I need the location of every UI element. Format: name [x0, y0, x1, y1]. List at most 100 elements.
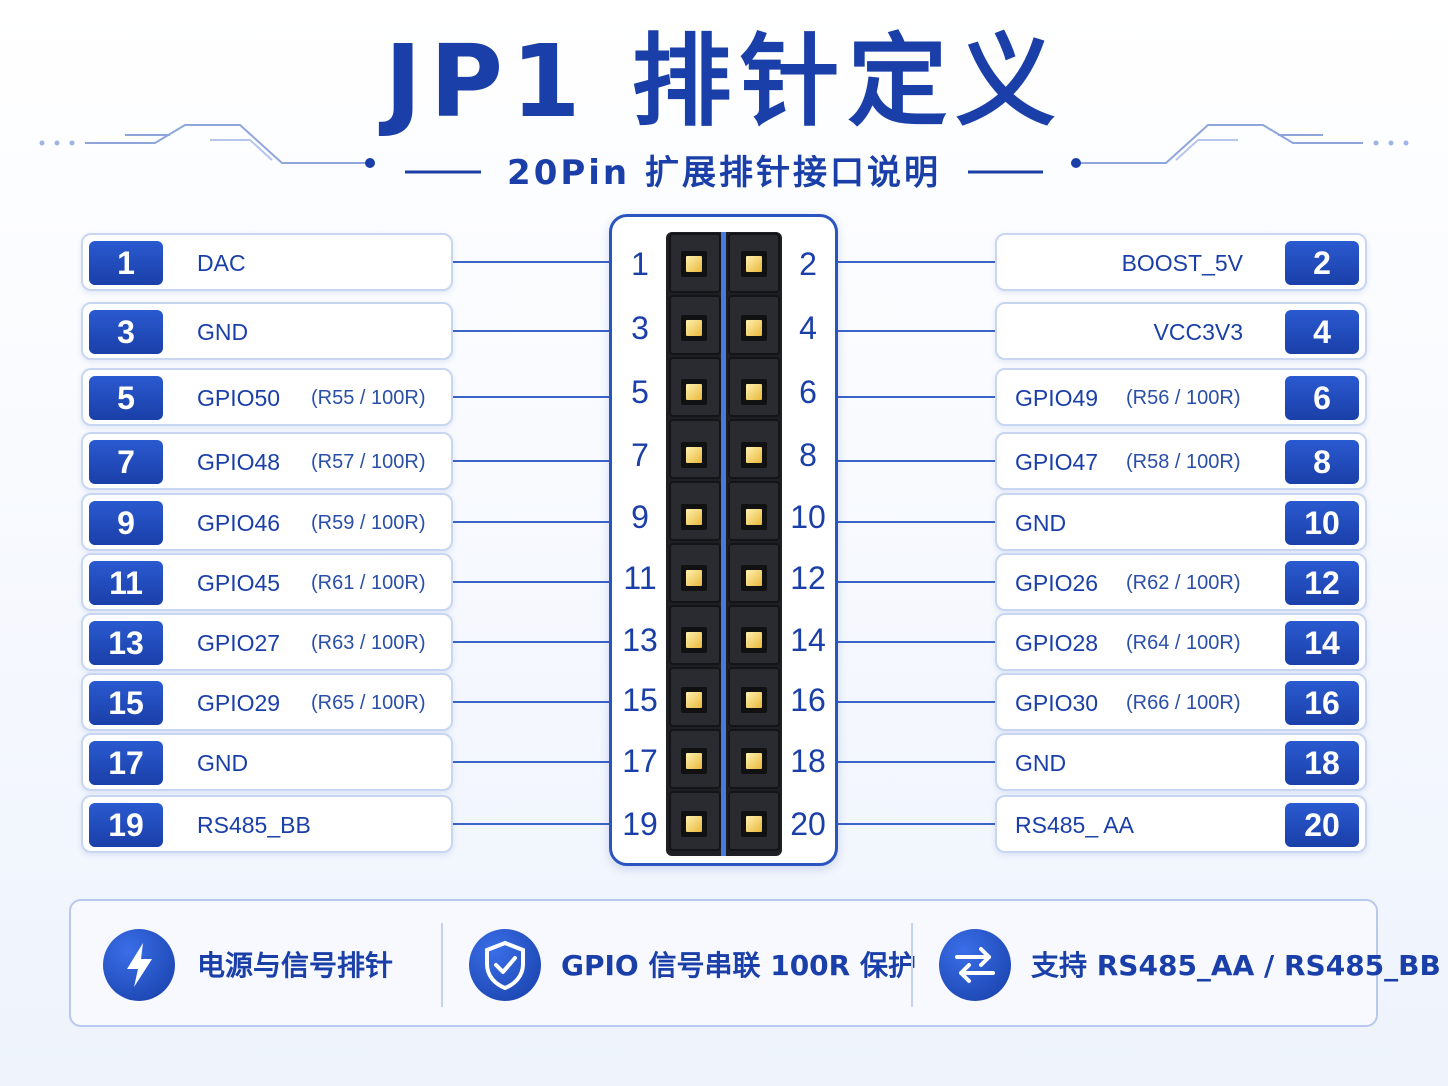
pin-resistor-note: (R63 / 100R): [311, 632, 426, 654]
pin-row-9: 9 GPIO46 (R59 / 100R): [81, 493, 453, 551]
pin-signal-name: GND: [1015, 510, 1067, 536]
pin-header-divider: [721, 232, 726, 856]
pin-number-badge: 1: [89, 241, 163, 285]
pin-signal-name: GPIO27: [197, 630, 281, 656]
gold-pin-pad: [681, 442, 707, 468]
header-pin-number-right: 16: [790, 682, 826, 718]
pin-signal-name: GPIO46: [197, 510, 281, 536]
gold-pin-pad: [681, 811, 707, 837]
pin-number-badge: 13: [89, 621, 163, 665]
pin-number-badge: 18: [1285, 741, 1359, 785]
pin-row-18: 18 GND: [995, 733, 1367, 791]
pin-row-3: 3 GND: [81, 302, 453, 360]
pin-resistor-note: (R64 / 100R): [1126, 632, 1241, 654]
feature-separator: [441, 923, 443, 1007]
pin-row-11: 11 GPIO45 (R61 / 100R): [81, 553, 453, 611]
gold-pin-pad: [681, 251, 707, 277]
pin-resistor-note: (R56 / 100R): [1126, 387, 1241, 409]
gold-pin-pad: [681, 565, 707, 591]
header-pin-number-right: 12: [790, 560, 826, 596]
pin-number-badge: 16: [1285, 681, 1359, 725]
pin-signal-name: GPIO28: [1015, 630, 1099, 656]
pin-number-badge: 3: [89, 310, 163, 354]
pin-signal-name: GND: [197, 319, 249, 345]
pin-number-badge: 4: [1285, 310, 1359, 354]
pin-signal-name: GPIO47: [1015, 449, 1099, 475]
pin-signal-name: RS485_BB: [197, 812, 311, 838]
header-pin-number-left: 17: [622, 743, 658, 779]
shield-check-icon: [469, 929, 541, 1001]
feature-rs485-label: 支持 RS485_AA / RS485_BB: [1031, 949, 1441, 982]
pin-row-12: 12 GPIO26 (R62 / 100R): [995, 553, 1367, 611]
pin-row-1: 1 DAC: [81, 233, 453, 291]
pin-row-19: 19 RS485_BB: [81, 795, 453, 853]
pin-number-badge: 19: [89, 803, 163, 847]
pin-number-badge: 2: [1285, 241, 1359, 285]
gold-pin-pad: [741, 565, 767, 591]
pin-signal-name: GND: [1015, 750, 1067, 776]
header-pin-cell: [669, 233, 721, 293]
pin-signal-name: GPIO26: [1015, 570, 1099, 596]
pin-number-badge: 17: [89, 741, 163, 785]
header-pin-number-right: 14: [790, 622, 826, 658]
pin-number-badge: 20: [1285, 803, 1359, 847]
pin-signal-name: DAC: [197, 250, 246, 276]
header-pin-cell: [728, 667, 780, 727]
header-pin-cell: [728, 605, 780, 665]
gold-pin-pad: [741, 379, 767, 405]
pin-number-badge: 7: [89, 440, 163, 484]
gold-pin-pad: [741, 687, 767, 713]
pin-number-badge: 14: [1285, 621, 1359, 665]
pin-number-badge: 9: [89, 501, 163, 545]
header-pin-number-right: 18: [790, 743, 826, 779]
header-pin-number-right: 2: [799, 246, 817, 282]
header-pin-number-left: 13: [622, 622, 658, 658]
pin-signal-name: GPIO30: [1015, 690, 1099, 716]
header-pin-number-right: 4: [799, 310, 817, 346]
feature-bar: 电源与信号排针 GPIO 信号串联 100R 保护 支持 RS485_AA / …: [69, 899, 1441, 1029]
gold-pin-pad: [681, 687, 707, 713]
header-pin-number-left: 5: [631, 374, 649, 410]
pin-number-badge: 15: [89, 681, 163, 725]
pin-number-badge: 11: [89, 561, 163, 605]
pin-signal-name: GPIO45: [197, 570, 281, 596]
pin-signal-name: RS485_ AA: [1015, 812, 1134, 838]
pin-row-2: 2 BOOST_5V: [995, 233, 1367, 291]
pin-resistor-note: (R66 / 100R): [1126, 692, 1241, 714]
header-pin-number-left: 3: [631, 310, 649, 346]
pin-resistor-note: (R59 / 100R): [311, 512, 426, 534]
gold-pin-pad: [741, 442, 767, 468]
pin-number-badge: 12: [1285, 561, 1359, 605]
pin-row-4: 4 VCC3V3: [995, 302, 1367, 360]
header-pin-number-left: 15: [622, 682, 658, 718]
feature-power: 电源与信号排针: [101, 901, 451, 1029]
header-pin-number-left: 9: [631, 499, 649, 535]
pin-resistor-note: (R58 / 100R): [1126, 451, 1241, 473]
pin-signal-name: BOOST_5V: [1121, 250, 1243, 276]
pin-resistor-note: (R62 / 100R): [1126, 572, 1241, 594]
gold-pin-pad: [681, 504, 707, 530]
gold-pin-pad: [681, 627, 707, 653]
pin-number-badge: 10: [1285, 501, 1359, 545]
gold-pin-pad: [741, 504, 767, 530]
pin-signal-name: VCC3V3: [1153, 319, 1243, 345]
pin-signal-name: GPIO50: [197, 385, 281, 411]
pin-resistor-note: (R55 / 100R): [311, 387, 426, 409]
page-subtitle: 20Pin 扩展排针接口说明: [507, 153, 941, 193]
gold-pin-pad: [741, 315, 767, 341]
feature-rs485: 支持 RS485_AA / RS485_BB: [939, 901, 1441, 1029]
gold-pin-pad: [741, 251, 767, 277]
header-pin-number-left: 11: [623, 560, 657, 596]
gold-pin-pad: [741, 811, 767, 837]
pin-resistor-note: (R57 / 100R): [311, 451, 426, 473]
pin-resistor-note: (R65 / 100R): [311, 692, 426, 714]
header-pin-number-right: 6: [799, 374, 817, 410]
header-pin-number-right: 8: [799, 437, 817, 473]
pin-resistor-note: (R61 / 100R): [311, 572, 426, 594]
